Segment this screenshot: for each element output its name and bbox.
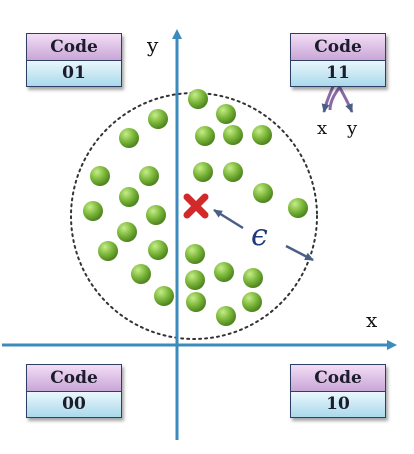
green-point-icon: [243, 268, 263, 288]
green-point-icon: [117, 222, 137, 242]
green-point-icon: [216, 104, 236, 124]
green-point-icon: [253, 183, 273, 203]
code-box-value: 11: [291, 61, 385, 86]
code-box-10: Code 10: [290, 364, 386, 418]
green-point-icon: [223, 162, 243, 182]
code-box-value: 01: [27, 61, 121, 86]
green-point-icon: [188, 89, 208, 109]
data-points: [83, 89, 308, 326]
code-box-value: 00: [27, 392, 121, 417]
code-box-01: Code 01: [26, 33, 122, 87]
split-label-y: y: [346, 118, 358, 139]
code-box-label: Code: [291, 365, 385, 392]
green-point-icon: [223, 125, 243, 145]
green-point-icon: [185, 244, 205, 264]
green-point-icon: [214, 262, 234, 282]
green-point-icon: [242, 292, 262, 312]
green-point-icon: [148, 240, 168, 260]
green-point-icon: [195, 126, 215, 146]
code-box-11: Code 11: [290, 33, 386, 87]
code-box-label: Code: [27, 365, 121, 392]
green-point-icon: [185, 270, 205, 290]
epsilon-label: ϵ: [251, 218, 268, 253]
green-point-icon: [193, 162, 213, 182]
code-box-label: Code: [291, 34, 385, 61]
green-point-icon: [90, 166, 110, 186]
split-label-x: x: [317, 118, 327, 139]
green-point-icon: [186, 292, 206, 312]
green-point-icon: [252, 125, 272, 145]
y-axis-label: y: [146, 33, 159, 57]
red-x-mark-icon: [183, 193, 209, 219]
green-point-icon: [139, 166, 159, 186]
epsilon-arrow-right: [285, 244, 314, 262]
code-box-label: Code: [27, 34, 121, 61]
code-box-value: 10: [291, 392, 385, 417]
x-axis-label: x: [366, 308, 378, 332]
green-point-icon: [119, 187, 139, 207]
epsilon-circle: [70, 92, 318, 340]
green-point-icon: [83, 201, 103, 221]
green-point-icon: [154, 286, 174, 306]
code-box-00: Code 00: [26, 364, 122, 418]
green-point-icon: [148, 109, 168, 129]
green-point-icon: [288, 198, 308, 218]
green-point-icon: [98, 241, 118, 261]
green-point-icon: [216, 306, 236, 326]
green-point-icon: [119, 128, 139, 148]
epsilon-arrow-left: [213, 208, 244, 230]
green-point-icon: [146, 205, 166, 225]
green-point-icon: [131, 264, 151, 284]
